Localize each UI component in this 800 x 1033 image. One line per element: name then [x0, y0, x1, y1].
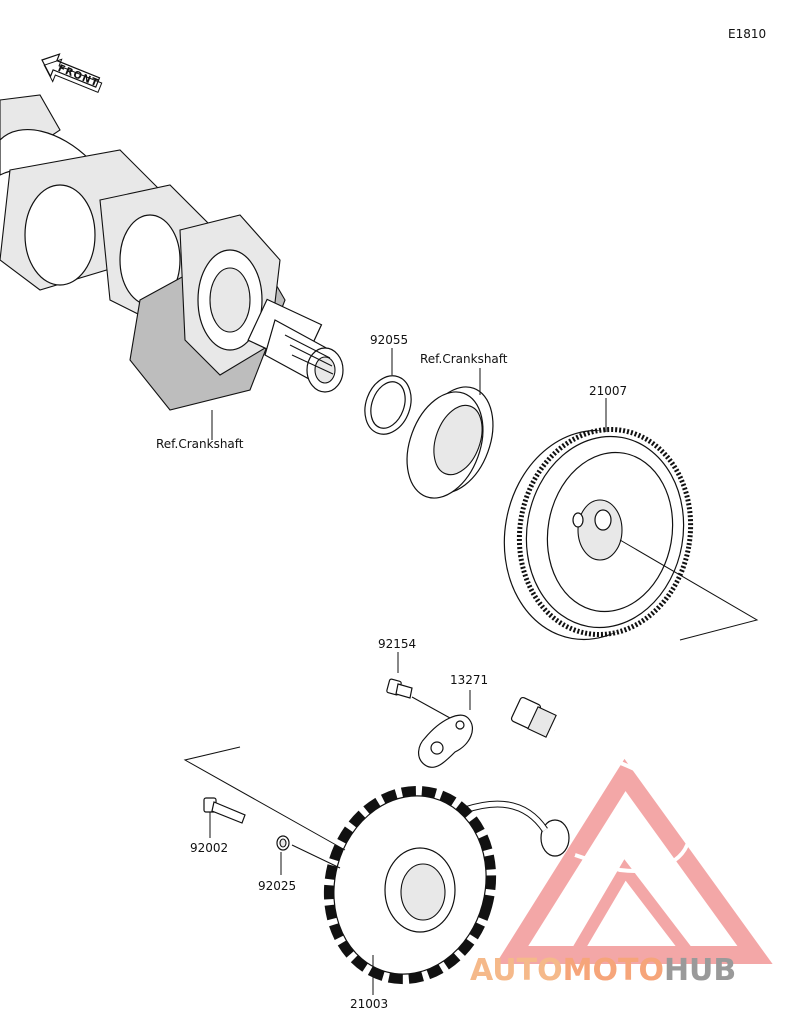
alignment-line — [183, 746, 346, 851]
washer-label: 92025 — [258, 879, 296, 893]
rotor-flywheel — [503, 398, 759, 641]
watermark-logo-icon — [495, 758, 773, 964]
crankshaft — [0, 94, 344, 440]
stator-coil — [323, 785, 497, 995]
plate-label: 13271 — [450, 673, 488, 687]
front-arrow-icon: FRONT — [41, 53, 103, 93]
ref-crankshaft-label-bottom: Ref.Crankshaft — [156, 437, 244, 451]
oil-seal-label: 92055 — [370, 333, 408, 347]
plate-bolt — [386, 652, 451, 719]
plate-bolt-label: 92154 — [378, 637, 416, 651]
ref-crankshaft-label-top: Ref.Crankshaft — [420, 352, 508, 366]
svg-text:AUTOMOTOHUB: AUTOMOTOHUB — [470, 953, 736, 988]
stator-bolt-label: 92002 — [190, 841, 228, 855]
washer — [276, 835, 341, 875]
wire-clamp-plate — [418, 690, 473, 768]
diagram-code: E1810 — [728, 27, 766, 41]
crankshaft-collar — [406, 368, 494, 499]
oil-seal-ring — [364, 348, 412, 435]
watermark-moto: MOTO — [563, 953, 664, 988]
rotor-label: 21007 — [589, 384, 627, 398]
stator-bolt — [203, 797, 246, 838]
watermark-hub: HUB — [664, 953, 736, 988]
front-label: FRONT — [56, 63, 100, 89]
wire-harness — [463, 696, 693, 873]
watermark-auto: AUTO — [470, 953, 563, 988]
stator-label: 21003 — [350, 997, 388, 1011]
